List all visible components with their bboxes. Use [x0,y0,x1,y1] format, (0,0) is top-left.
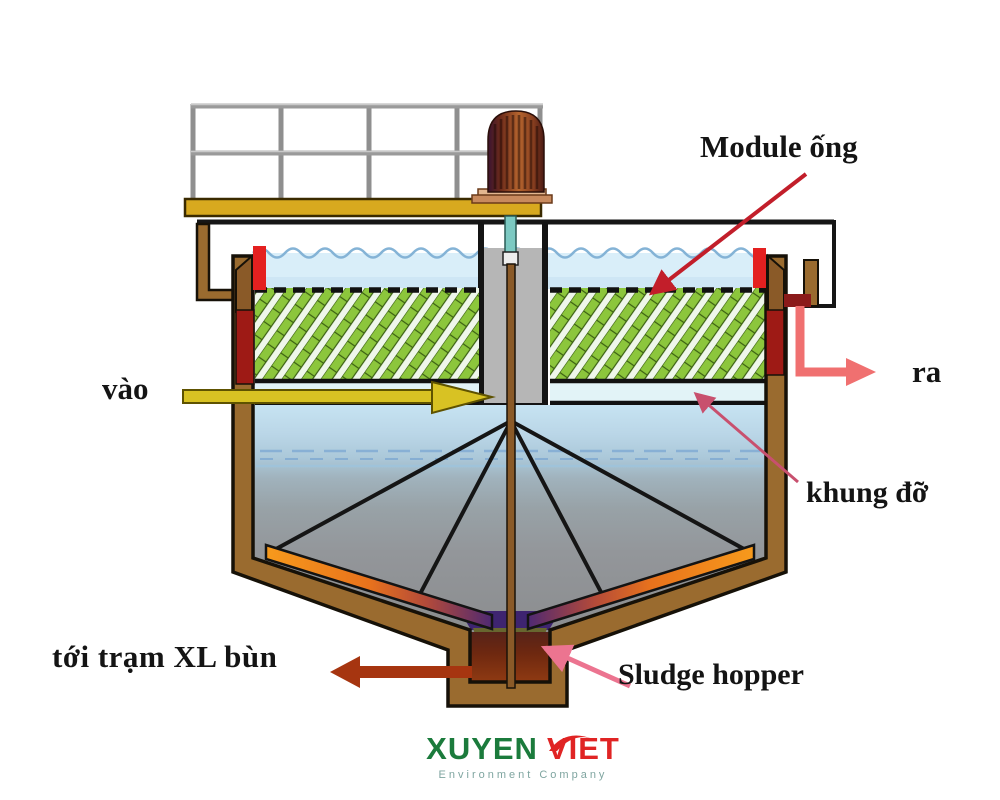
right-weir-marker [753,248,766,288]
shaft-rod [506,263,516,689]
outlet-pipe [795,306,846,377]
drive-motor [471,110,553,204]
scraper-blade-left [264,543,494,631]
label-sludge-hopper: Sludge hopper [618,658,804,691]
feedwell-wall-right [542,222,548,408]
outlet-connector [784,294,811,307]
sludge-outlet-arrow-shaft [358,666,472,678]
logo-brand-secondary: VIET [547,731,620,767]
guardrail [190,103,543,199]
guardrail-highlight [191,103,543,153]
inlet-arrowhead [431,380,496,415]
guardrail-rails [191,103,543,156]
company-logo: XUYEN VIET Environment Company [398,731,648,781]
inlet-arrow [182,380,496,415]
support-frame-right [550,383,766,402]
right-weir-assembly [753,248,785,376]
sludge-outlet-arrowhead [330,656,360,688]
outlet-arrowhead [846,358,876,386]
right-weir-wall [765,309,785,376]
label-vao: vào [102,371,149,406]
sludge-hopper-arrow [540,644,632,689]
logo-brand-primary: XUYEN [426,731,538,766]
scraper-blade-right [526,543,756,631]
module-ong-arrow [648,172,808,296]
label-toi-tram-xl-bun: tới trạm XL bùn [52,639,278,674]
feedwell-wall-left [478,222,484,408]
motor-fins [493,115,539,189]
label-ra: ra [912,354,942,389]
center-shaft [502,215,519,689]
tube-module-right [550,288,766,382]
shaft-coupling-teal [504,215,517,255]
tube-module-left [255,288,479,382]
scraper-truss-lines [275,419,745,595]
logo-swoosh-icon [548,735,593,751]
walkway-platform [183,197,543,218]
logo-brand-row: XUYEN VIET [398,731,648,767]
left-weir-marker [253,246,266,290]
shaft-coupling-gray [502,251,519,266]
khung-do-arrow [693,391,799,484]
left-weir-assembly [235,246,266,385]
logo-tagline: Environment Company [438,769,608,781]
sludge-outlet-arrow [330,656,472,688]
inlet-arrow-shaft [182,389,434,404]
label-module-ong: Module ống [700,129,858,164]
motor-body [487,110,545,193]
label-khung-do: khung đỡ [806,476,929,509]
left-weir-wall [235,309,255,385]
motor-base-lower [471,194,553,204]
